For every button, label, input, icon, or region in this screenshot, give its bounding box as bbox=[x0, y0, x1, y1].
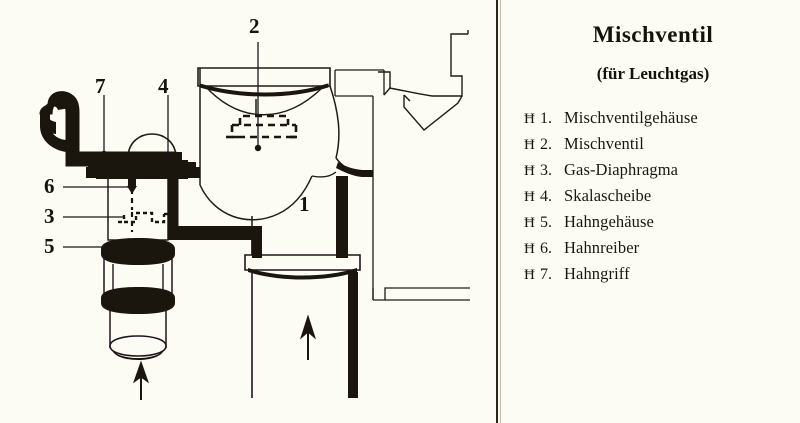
legend-item-6: Ħ 6. Hahnreiber bbox=[524, 238, 800, 264]
legend-marker-icon: Ħ bbox=[524, 163, 535, 179]
hahngehaeuse-body bbox=[101, 178, 178, 360]
legend-list: Ħ 1. Mischventilgehäuse Ħ 2. Mischventil… bbox=[524, 108, 800, 290]
legend-marker-icon: Ħ bbox=[524, 267, 535, 283]
callout-3: 3 bbox=[44, 204, 55, 228]
panel-divider bbox=[496, 0, 498, 423]
legend-number: 6. bbox=[540, 240, 552, 257]
legend-label: Skalascheibe bbox=[564, 186, 652, 205]
gas-diaphragma-detail bbox=[118, 211, 170, 224]
housing-connector-bar bbox=[168, 226, 262, 258]
callout-7: 7 bbox=[95, 74, 106, 98]
legend-item-4: Ħ 4. Skalascheibe bbox=[524, 186, 800, 212]
mischventil-valve-dashed bbox=[226, 114, 302, 139]
legend-subtitle: (für Leuchtgas) bbox=[596, 64, 710, 83]
hahnreiber-pin bbox=[127, 174, 137, 194]
legend-item-7: Ħ 7. Hahngriff bbox=[524, 264, 800, 290]
gas-inlet-arrow bbox=[133, 360, 149, 400]
leader-dots bbox=[100, 144, 262, 251]
callout-2: 2 bbox=[249, 14, 260, 38]
callout-leader-lines bbox=[63, 42, 259, 248]
callout-1: 1 bbox=[299, 192, 310, 216]
right-body-thin-outline bbox=[372, 96, 470, 301]
legend-item-1: Ħ 1. Mischventilgehäuse bbox=[524, 108, 800, 134]
panel-divider-shadow bbox=[500, 0, 501, 423]
legend-item-5: Ħ 5. Hahngehäuse bbox=[524, 212, 800, 238]
legend-marker-icon: Ħ bbox=[524, 111, 535, 127]
legend-marker-icon: Ħ bbox=[524, 241, 535, 257]
hahnreiber-cap bbox=[122, 133, 182, 160]
callout-5: 5 bbox=[44, 234, 55, 258]
legend-label: Hahnreiber bbox=[564, 238, 640, 257]
legend-number: 4. bbox=[540, 188, 552, 205]
legend-marker-icon: Ħ bbox=[524, 215, 535, 231]
legend-number: 1. bbox=[540, 110, 552, 127]
hahngriff-handle bbox=[39, 91, 177, 167]
mischventilgehaeuse-body bbox=[197, 67, 373, 221]
legend-label: Hahngriff bbox=[564, 264, 630, 283]
legend-label: Mischventil bbox=[564, 134, 644, 153]
legend-number: 7. bbox=[540, 266, 552, 283]
burner-outline bbox=[378, 30, 469, 131]
legend-item-2: Ħ 2. Mischventil bbox=[524, 134, 800, 160]
legend-number: 3. bbox=[540, 162, 552, 179]
legend-label: Gas-Diaphragma bbox=[564, 160, 679, 179]
legend-number: 2. bbox=[540, 136, 552, 153]
legend-title: Mischventil bbox=[592, 22, 714, 47]
body-right-riser bbox=[336, 162, 373, 258]
right-upper-thin-outline bbox=[334, 69, 385, 97]
callout-6: 6 bbox=[44, 174, 55, 198]
callout-4: 4 bbox=[158, 74, 169, 98]
legend-panel: Mischventil (für Leuchtgas) Ħ 1. Mischve… bbox=[506, 0, 800, 423]
legend-item-3: Ħ 3. Gas-Diaphragma bbox=[524, 160, 800, 186]
legend-label: Mischventilgehäuse bbox=[564, 108, 698, 127]
skalascheibe-disc bbox=[88, 162, 196, 179]
legend-marker-icon: Ħ bbox=[524, 189, 535, 205]
air-inlet-arrow bbox=[299, 314, 317, 360]
legend-marker-icon: Ħ bbox=[524, 137, 535, 153]
legend-label: Hahngehäuse bbox=[564, 212, 654, 231]
legend-number: 5. bbox=[540, 214, 552, 231]
